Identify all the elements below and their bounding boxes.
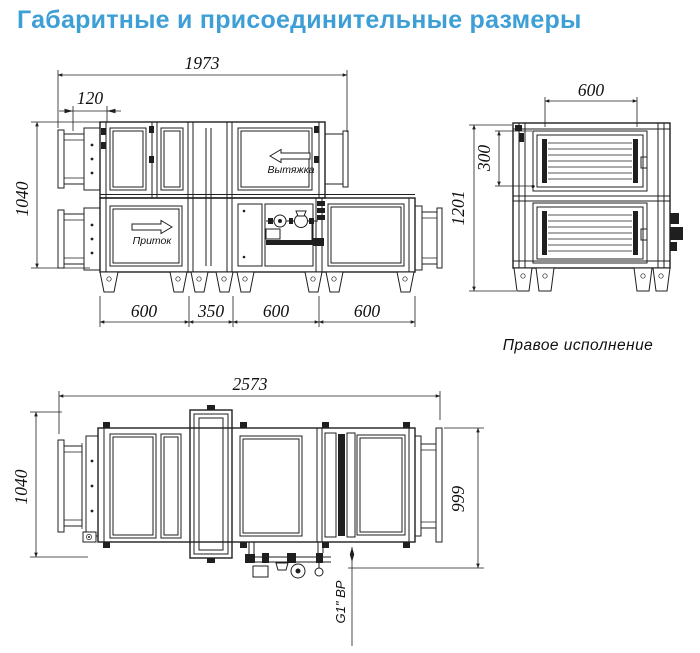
supply-duct-spigot: [57, 207, 101, 271]
heat-exchanger-block: [189, 405, 233, 563]
plan-left-duct-spigot: [57, 435, 99, 537]
exhaust-duct-spigot: [57, 127, 101, 191]
plan-dim-overall-length: 2573: [233, 374, 268, 394]
side-dim-section-1: 600: [131, 301, 158, 321]
side-dim-section-4: 600: [354, 301, 381, 321]
right-version-caption: Правое исполнение: [503, 337, 654, 354]
drain-fitting: [82, 531, 97, 543]
plan-dim-connection-width: 999: [448, 486, 468, 513]
side-dim-section-2: 350: [197, 301, 225, 321]
exhaust-label: Вытяжка: [268, 164, 315, 176]
mixing-unit-piping: [265, 210, 324, 246]
end-dim-duct-offset: 300: [474, 145, 494, 173]
plan-view-drawing: 2573 1040 999: [11, 374, 484, 646]
plan-dim-width: 1040: [11, 469, 31, 504]
plan-piping-assembly: [245, 542, 331, 579]
end-dim-top-width: 600: [578, 80, 605, 100]
end-view-drawing: 600 300 1201: [448, 80, 683, 354]
side-dim-section-3: 600: [263, 301, 290, 321]
side-dim-duct-offset: 120: [77, 88, 104, 108]
supply-outlet-spigot: [414, 205, 443, 271]
upper-access-panel: [532, 130, 648, 192]
support-legs: [513, 267, 671, 292]
pipe-thread-label: G1" ВР: [333, 580, 348, 623]
side-view-drawing: 1973 120 1040: [12, 53, 443, 327]
exhaust-arrow-icon: [269, 148, 311, 164]
plan-right-duct-spigot: [414, 427, 443, 543]
page-title: Габаритные и присоединительные размеры: [17, 6, 582, 34]
side-dim-height: 1040: [12, 181, 32, 216]
support-feet: [99, 271, 415, 293]
supply-arrow-icon: [131, 219, 173, 235]
lower-access-panel: [532, 202, 648, 264]
side-dim-overall-width: 1973: [185, 53, 220, 73]
pipe-thread-leader: G1" ВР: [333, 547, 355, 646]
end-dim-height: 1201: [448, 191, 468, 226]
supply-label: Приток: [133, 235, 173, 247]
exhaust-rect-duct: [324, 130, 349, 188]
